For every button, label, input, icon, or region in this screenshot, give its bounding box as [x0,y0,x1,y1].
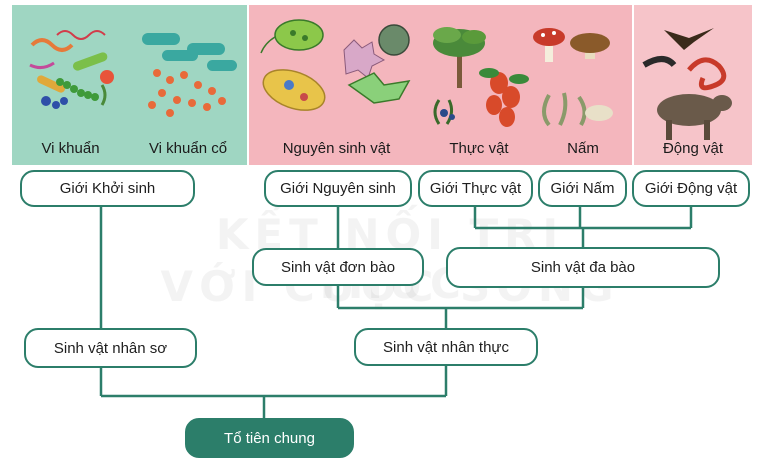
panel-label-nam: Nấm [567,140,599,157]
panel-label-vi-khuan: Vi khuẩn [41,140,100,157]
panel-label-nguyen-sinh-vat: Nguyên sinh vật [282,140,391,157]
node-sinh-vat-nhan-so: Sinh vật nhân sơ [24,328,197,368]
node-gioi-thuc-vat: Giới Thực vật [418,170,533,207]
prokaryote-panel: Vi khuẩn Vi khuẩn cổ [12,5,247,165]
node-sinh-vat-nhan-thuc: Sinh vật nhân thực [354,328,538,366]
panel-label-dong-vat: Động vật [662,140,724,157]
animal-panel: Động vật [634,5,752,165]
animal-illustration [642,28,732,140]
node-gioi-khoi-sinh: Giới Khởi sinh [20,170,195,207]
node-to-tien-chung: Tổ tiên chung [185,418,354,458]
protist-plant-fungi-illustration [260,19,613,127]
node-gioi-nguyen-sinh: Giới Nguyên sinh [264,170,412,207]
panel-label-vi-khuan-co: Vi khuẩn cổ [148,140,228,157]
panel-label-thuc-vat: Thực vật [449,140,509,157]
bacteria-illustration [29,30,237,117]
eukaryote-panel: Nguyên sinh vật Thực vật Nấm [249,5,632,165]
node-gioi-nam: Giới Nấm [538,170,627,207]
node-gioi-dong-vat: Giới Động vật [632,170,750,207]
node-sinh-vat-da-bao: Sinh vật đa bào [446,247,720,288]
node-sinh-vat-don-bao: Sinh vật đơn bào [252,248,424,286]
